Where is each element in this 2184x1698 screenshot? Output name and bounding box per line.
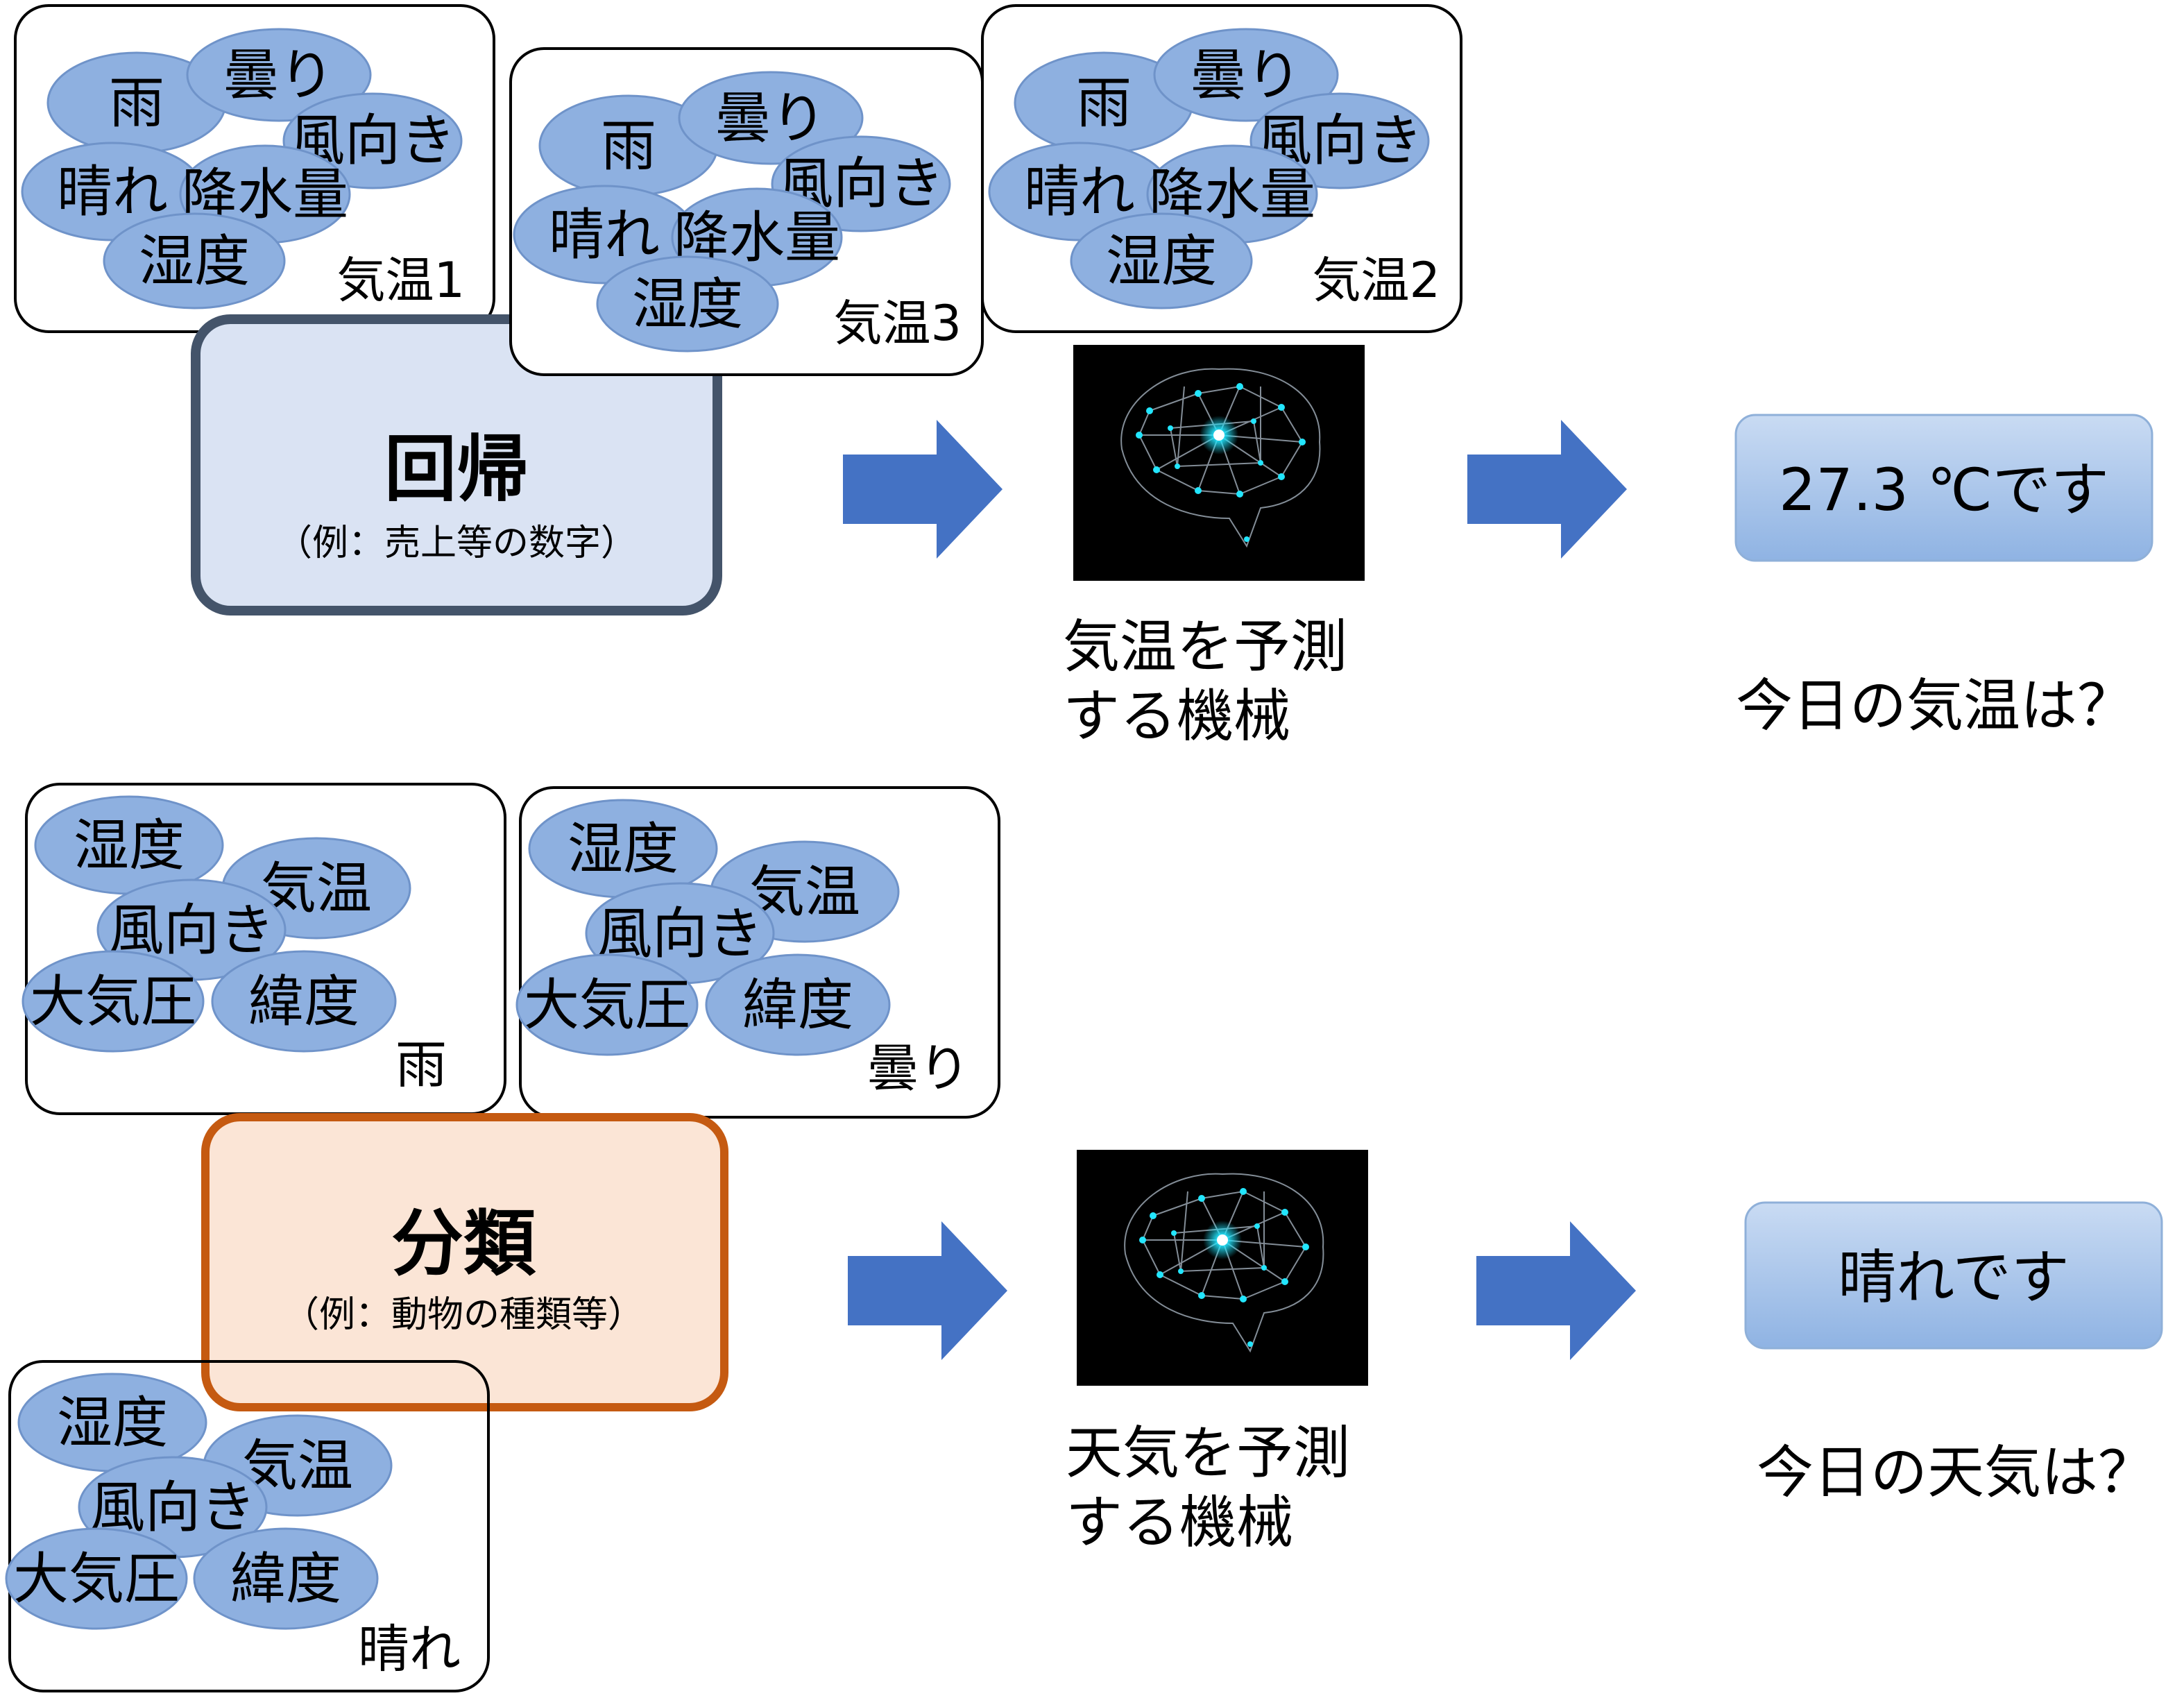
svg-text:曇り: 曇り <box>223 43 334 108</box>
svg-text:湿度: 湿度 <box>568 817 679 881</box>
machine-label-line2: する機械 <box>1066 1490 1293 1556</box>
card-label: 晴れ <box>358 1620 461 1679</box>
card-label: 雨 <box>395 1035 447 1095</box>
machine-label-line1: 気温を予測 <box>1063 614 1347 680</box>
svg-text:雨: 雨 <box>109 71 164 135</box>
classification-card-3: 湿度 気温 風向き 大気圧 緯度 晴れ <box>5 1360 490 1692</box>
svg-text:雨: 雨 <box>601 114 656 178</box>
bubble-1: 雨 <box>538 94 719 197</box>
bubble-4: 晴れ <box>988 142 1171 241</box>
bubble-5: 緯度 <box>211 950 397 1053</box>
bubble-2: 曇り <box>678 71 864 165</box>
classification-card-1: 湿度 気温 風向き 大気圧 緯度 雨 <box>22 783 506 1115</box>
bubble-2: 気温 <box>203 1414 393 1517</box>
arrow-right-icon <box>843 420 1003 559</box>
brain-network-image <box>1077 1150 1368 1386</box>
classification-title: 分類 <box>391 1201 536 1286</box>
regression-title: 回帰 <box>384 427 529 511</box>
card-label: 曇り <box>867 1039 970 1098</box>
regression-card-3: 雨 曇り 風向き 晴れ 降水量 湿度 気温3 <box>509 47 984 376</box>
classification-box: 分類 （例：動物の種類等） <box>201 1113 728 1411</box>
svg-text:晴れ: 晴れ <box>1024 160 1135 224</box>
arrow-right-icon <box>1467 420 1627 559</box>
card-frame <box>8 1360 490 1692</box>
bubble-5: 緯度 <box>705 953 891 1056</box>
card-label: 気温2 <box>1312 252 1440 309</box>
bubble-4: 晴れ <box>21 142 204 241</box>
svg-text:湿度: 湿度 <box>74 813 185 878</box>
card-label: 気温3 <box>833 295 962 352</box>
svg-text:雨: 雨 <box>1076 71 1132 135</box>
svg-text:風向き: 風向き <box>108 898 275 962</box>
bubble-5: 緯度 <box>193 1527 379 1630</box>
svg-text:大気圧: 大気圧 <box>30 969 196 1034</box>
bubble-6: 湿度 <box>1070 212 1253 309</box>
bubble-2: 曇り <box>186 28 372 122</box>
svg-text:気温: 気温 <box>749 860 860 924</box>
bubble-1: 湿度 <box>17 1373 207 1472</box>
brain-network-image <box>1073 345 1365 581</box>
bubble-6: 湿度 <box>596 255 779 353</box>
regression-result-text: 27.3 ℃です <box>1779 456 2109 524</box>
svg-text:大気圧: 大気圧 <box>13 1547 180 1611</box>
bubble-2: 曇り <box>1153 28 1339 122</box>
svg-text:湿度: 湿度 <box>57 1391 168 1455</box>
svg-text:大気圧: 大気圧 <box>524 973 690 1037</box>
svg-text:緯度: 緯度 <box>230 1547 341 1611</box>
svg-text:緯度: 緯度 <box>742 973 853 1037</box>
regression-question: 今日の気温は？ <box>1736 673 2134 739</box>
classification-subtitle: （例：動物の種類等） <box>283 1294 644 1336</box>
regression-subtitle: （例：売上等の数字） <box>276 523 637 564</box>
svg-text:曇り: 曇り <box>1191 43 1302 108</box>
svg-text:気温: 気温 <box>242 1434 353 1498</box>
regression-box: 回帰 （例：売上等の数字） <box>191 314 722 615</box>
arrow-right-icon <box>1476 1221 1636 1360</box>
classification-result-text: 晴れです <box>1838 1243 2069 1311</box>
bubble-6: 湿度 <box>103 212 286 309</box>
svg-text:曇り: 曇り <box>715 86 826 151</box>
bubble-4: 大気圧 <box>515 953 699 1056</box>
bubble-1: 湿度 <box>34 795 224 895</box>
regression-card-2: 雨 曇り 風向き 晴れ 降水量 湿度 気温2 <box>981 4 1462 333</box>
svg-text:晴れ: 晴れ <box>57 160 168 224</box>
bubble-4: 大気圧 <box>5 1527 188 1630</box>
regression-card-1: 雨 曇り 風向き 晴れ 降水量 湿度 気温1 <box>14 4 495 333</box>
svg-text:気温: 気温 <box>261 856 372 921</box>
svg-text:晴れ: 晴れ <box>549 203 660 267</box>
classification-card-2: 湿度 気温 風向き 大気圧 緯度 曇り <box>515 786 1000 1119</box>
bubble-1: 雨 <box>1014 51 1194 154</box>
classification-question: 今日の天気は？ <box>1757 1440 2155 1506</box>
arrow-right-icon <box>848 1221 1007 1360</box>
classification-result-box: 晴れです <box>1744 1201 2163 1350</box>
machine-label-line1: 天気を予測 <box>1066 1420 1350 1486</box>
svg-text:湿度: 湿度 <box>1106 229 1217 294</box>
regression-result-box: 27.3 ℃です <box>1734 414 2153 562</box>
card-label: 気温1 <box>336 252 465 309</box>
svg-text:湿度: 湿度 <box>632 272 743 337</box>
svg-text:緯度: 緯度 <box>248 969 359 1034</box>
machine-label-line2: する機械 <box>1063 684 1290 749</box>
svg-text:湿度: 湿度 <box>139 229 250 294</box>
bubble-4: 大気圧 <box>22 950 205 1053</box>
